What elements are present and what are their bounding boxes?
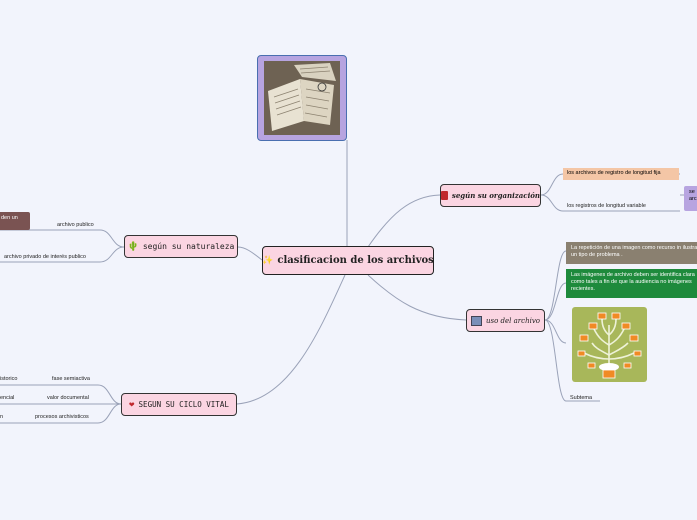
central-topic[interactable]: ✨ clasificacion de los archivos xyxy=(262,246,434,275)
connector-nat-item-1 xyxy=(0,229,125,248)
ciclo-item-valor-documental[interactable]: valor documental xyxy=(47,395,89,401)
branch-naturaleza[interactable]: 🌵 según su naturaleza xyxy=(124,235,238,258)
network-tree-illustration xyxy=(572,307,647,382)
connector-org-item-2 xyxy=(540,194,680,212)
nat-item-archivo-publico[interactable]: archivo publico xyxy=(57,222,94,228)
connector-organizacion xyxy=(367,194,441,248)
connector-uso-image xyxy=(544,319,567,344)
book-icon xyxy=(441,191,448,200)
branch-naturaleza-label: según su naturaleza xyxy=(142,242,235,251)
ciclo-far-item-encial[interactable]: encial xyxy=(0,395,15,401)
connector-uso xyxy=(367,274,467,321)
connector-ciclo xyxy=(236,274,346,405)
branch-ciclo-label: SEGUN SU CICLO VITAL xyxy=(138,400,229,409)
naturaleza-tag[interactable]: den un xyxy=(0,212,30,230)
ciclo-item-procesos-archivisticos[interactable]: procesos archivisticos xyxy=(35,414,89,420)
org-side-note[interactable]: se arc xyxy=(684,186,697,211)
branch-organizacion[interactable]: según su organización xyxy=(440,184,541,207)
branch-uso-label: uso del archivo xyxy=(486,316,540,325)
ciclo-far-item-n[interactable]: n xyxy=(0,414,4,420)
connector-nat-item-2 xyxy=(0,246,125,263)
connector-naturaleza xyxy=(237,246,263,261)
connector-uso-note-2 xyxy=(544,282,567,321)
branch-ciclo[interactable]: ❤ SEGUN SU CICLO VITAL xyxy=(121,393,237,416)
ciclo-item-fase-semiactiva[interactable]: fase semiactiva xyxy=(52,376,90,382)
connector-uso-note-1 xyxy=(544,250,567,321)
branch-organizacion-label: según su organización xyxy=(451,191,540,200)
connector-ciclo-item-1 xyxy=(0,384,122,405)
ciclo-far-item-historico[interactable]: istorico xyxy=(0,376,18,382)
heart-icon: ❤ xyxy=(129,399,135,410)
connector-uso-subtema xyxy=(544,319,600,402)
org-item-fixed-length[interactable]: los archivos de registro de longitud fij… xyxy=(563,168,679,180)
monitor-icon xyxy=(471,315,482,326)
nat-item-archivo-privado[interactable]: archivo privado de interés publico xyxy=(4,254,86,260)
open-books-image xyxy=(264,61,340,135)
central-topic-label: clasificacion de los archivos xyxy=(277,255,434,266)
uso-subtopic[interactable]: Subtema xyxy=(570,395,593,401)
cactus-icon: 🌵 xyxy=(127,241,139,252)
sparkle-icon: ✨ xyxy=(262,255,274,266)
uso-note-identification[interactable]: Las imágenes de archivo deben ser identi… xyxy=(566,269,697,298)
books-image-node[interactable] xyxy=(257,55,347,141)
connector-org-item-1 xyxy=(540,173,680,196)
uso-note-repetition[interactable]: La repetición de una imagen como recurso… xyxy=(566,242,697,264)
network-tree-image[interactable] xyxy=(572,307,647,382)
connector-ciclo-item-3 xyxy=(0,403,122,424)
org-item-variable-length[interactable]: los registros de longitud variable xyxy=(567,203,646,209)
branch-uso[interactable]: uso del archivo xyxy=(466,309,545,332)
